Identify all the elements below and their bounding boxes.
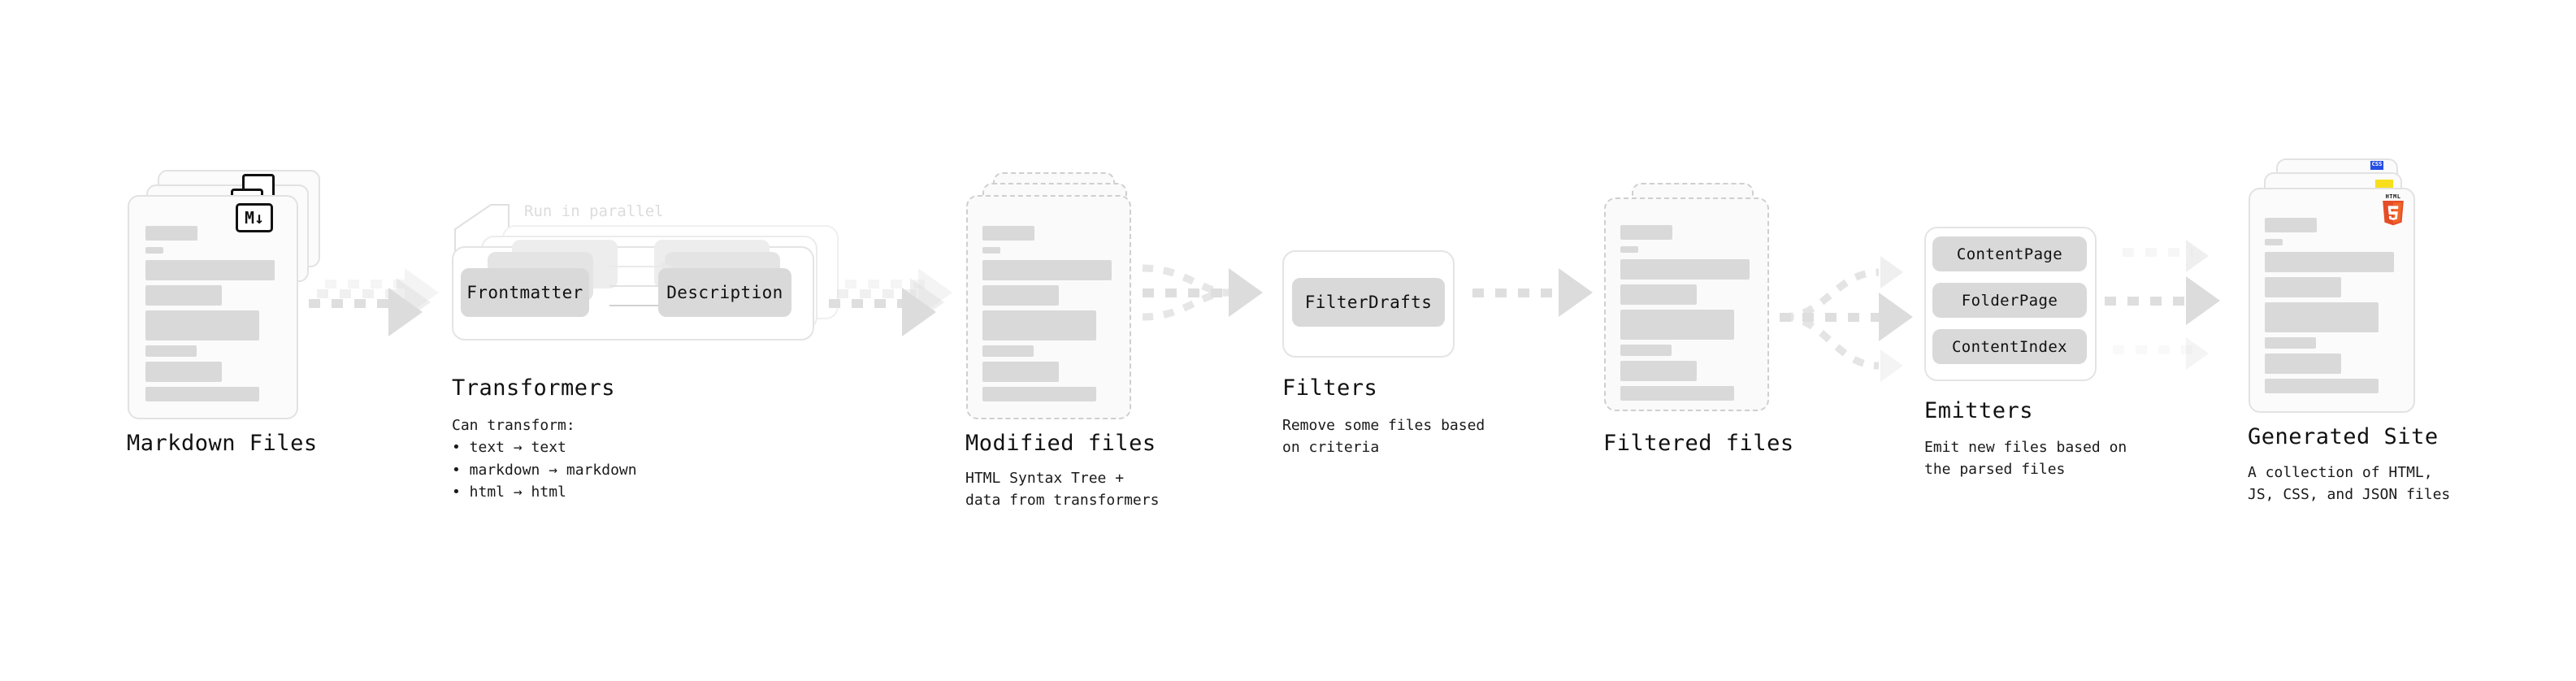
skeleton-bar xyxy=(982,285,1059,306)
run-in-parallel-bracket xyxy=(454,204,510,252)
skeleton-bar xyxy=(982,260,1112,280)
merge-branch-paths xyxy=(1142,264,1229,321)
skeleton-bar xyxy=(2265,277,2341,297)
stage-title-modified-files: Modified files xyxy=(965,431,1156,456)
stage-subtitle-generated-site: A collection of HTML, JS, CSS, and JSON … xyxy=(2248,464,2451,504)
modified-card-front xyxy=(966,195,1131,419)
filtered-card-front xyxy=(1604,197,1769,411)
skeleton-bar xyxy=(1620,284,1697,305)
skeleton-bar xyxy=(145,310,259,340)
skeleton-bar xyxy=(982,247,1000,254)
transformer-chip-description[interactable]: Description xyxy=(658,268,791,317)
stage-subtitle-filters: Remove some files based on criteria xyxy=(1282,417,1485,457)
stage-title-transformers: Transformers xyxy=(452,375,616,401)
skeleton-bar xyxy=(145,345,197,357)
emitter-chip-folderpage[interactable]: FolderPage xyxy=(1932,283,2087,318)
run-in-parallel-label: Run in parallel xyxy=(524,202,664,220)
stage-title-generated-site: Generated Site xyxy=(2248,424,2439,449)
stage-subtitle-emitters: Emit new files based on the parsed files xyxy=(1924,439,2127,479)
emitter-chip-contentindex[interactable]: ContentIndex xyxy=(1932,329,2087,364)
branch-paths-emitters xyxy=(1782,268,1880,370)
skeleton-bar xyxy=(2265,239,2283,245)
skeleton-bar xyxy=(1620,225,1672,240)
skeleton-bar xyxy=(1620,310,1734,340)
skeleton-bar xyxy=(2265,218,2317,232)
skeleton-bar xyxy=(145,260,275,280)
skeleton-bar xyxy=(982,387,1096,401)
skeleton-bar xyxy=(2265,252,2394,272)
skeleton-bar xyxy=(1620,361,1697,381)
skeleton-bar xyxy=(1620,345,1672,356)
skeleton-bar xyxy=(145,387,259,401)
skeleton-bar xyxy=(982,362,1059,382)
skeleton-bar xyxy=(2265,354,2341,374)
skeleton-bar xyxy=(2265,337,2316,349)
skeleton-bar xyxy=(145,362,222,382)
transformer-chip-frontmatter[interactable]: Frontmatter xyxy=(461,268,589,317)
stage-title-filtered-files: Filtered files xyxy=(1603,431,1794,456)
stage-title-filters: Filters xyxy=(1282,375,1378,401)
skeleton-bar xyxy=(2265,302,2379,332)
stage-title-markdown-files: Markdown Files xyxy=(127,431,318,456)
site-card-front xyxy=(2249,188,2415,413)
skeleton-bar xyxy=(145,285,222,306)
skeleton-bar xyxy=(982,310,1096,340)
stage-subtitle-transformers: Can transform: • text → text • markdown … xyxy=(452,417,637,501)
skeleton-bar xyxy=(982,226,1034,241)
css-icon: CSS xyxy=(2370,161,2383,170)
skeleton-bar xyxy=(2265,379,2379,393)
skeleton-bar xyxy=(982,345,1034,357)
markdown-card-front xyxy=(128,195,298,419)
skeleton-bar xyxy=(1620,246,1638,253)
skeleton-bar xyxy=(1620,259,1750,280)
emitter-chip-contentpage[interactable]: ContentPage xyxy=(1932,236,2087,271)
skeleton-bar xyxy=(1620,386,1734,401)
stage-title-emitters: Emitters xyxy=(1924,398,2034,423)
stage-subtitle-modified-files: HTML Syntax Tree + data from transformer… xyxy=(965,470,1160,510)
markdown-icon: M↓ xyxy=(236,203,273,232)
filter-chip-filterdrafts[interactable]: FilterDrafts xyxy=(1292,278,1445,327)
skeleton-bar xyxy=(145,226,197,241)
html5-icon: HTML xyxy=(2379,193,2407,228)
skeleton-bar xyxy=(145,247,163,254)
